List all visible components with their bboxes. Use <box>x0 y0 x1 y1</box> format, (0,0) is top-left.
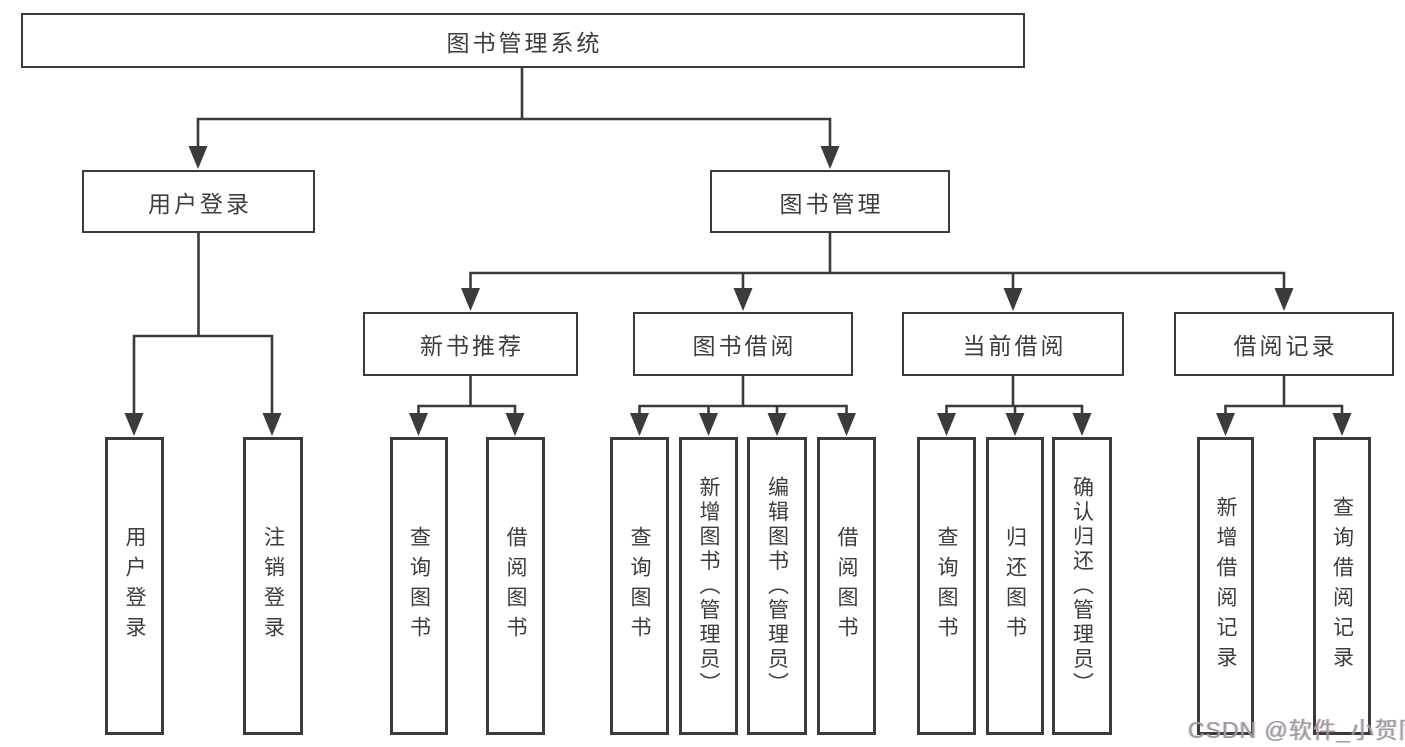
node-label: 查询图书 <box>935 526 958 646</box>
node-label: 新增图书（管理员） <box>697 475 720 697</box>
node-label: 新增借阅记录 <box>1214 496 1237 676</box>
node-label: 注销登录 <box>261 526 285 646</box>
leaf-query-books-recommend: 查询图书 <box>390 437 448 735</box>
node-label: 确认归还（管理员） <box>1070 475 1094 697</box>
node-label: 查询借阅记录 <box>1330 496 1354 676</box>
node-label: 图书管理系统 <box>446 29 603 56</box>
csdn-watermark: CSDN @软件_小贺同学 <box>1188 717 1405 743</box>
node-label: 用户登录 <box>148 190 252 217</box>
node-label: 借阅记录 <box>1233 333 1338 359</box>
leaf-user-login: 用户登录 <box>105 437 164 735</box>
node-label: 借阅图书 <box>835 526 858 646</box>
node-library-management-system: 图书管理系统 <box>21 13 1025 68</box>
leaf-logout: 注销登录 <box>243 437 303 735</box>
leaf-edit-books-admin: 编辑图书（管理员） <box>747 437 807 735</box>
leaf-query-books-current: 查询图书 <box>917 437 976 735</box>
leaf-borrow-books: 借阅图书 <box>817 437 876 735</box>
node-label: 查询图书 <box>407 526 431 646</box>
node-label: 查询图书 <box>628 526 651 646</box>
node-label: 新书推荐 <box>420 333 524 359</box>
node-book-borrowing: 图书借阅 <box>633 312 853 376</box>
node-user-login: 用户登录 <box>82 170 315 233</box>
node-current-borrowing: 当前借阅 <box>902 312 1124 376</box>
leaf-query-borrow-record: 查询借阅记录 <box>1313 437 1371 735</box>
node-label: 当前借阅 <box>962 333 1067 359</box>
node-label: 编辑图书（管理员） <box>765 475 789 697</box>
node-label: 图书借阅 <box>692 333 797 359</box>
node-borrowing-records: 借阅记录 <box>1174 312 1394 376</box>
node-label: 用户登录 <box>123 526 146 646</box>
leaf-add-borrow-record: 新增借阅记录 <box>1197 437 1254 735</box>
leaf-add-books-admin: 新增图书（管理员） <box>679 437 738 735</box>
leaf-confirm-return-admin: 确认归还（管理员） <box>1052 437 1112 735</box>
leaf-borrow-books-recommend: 借阅图书 <box>486 437 545 735</box>
leaf-return-books: 归还图书 <box>986 437 1044 735</box>
leaf-query-books-borrowing: 查询图书 <box>610 437 669 735</box>
node-label: 图书管理 <box>779 190 884 217</box>
node-label: 借阅图书 <box>504 526 527 646</box>
node-label: 归还图书 <box>1003 526 1027 646</box>
node-book-management: 图书管理 <box>710 170 950 233</box>
node-new-book-recommend: 新书推荐 <box>363 312 578 376</box>
